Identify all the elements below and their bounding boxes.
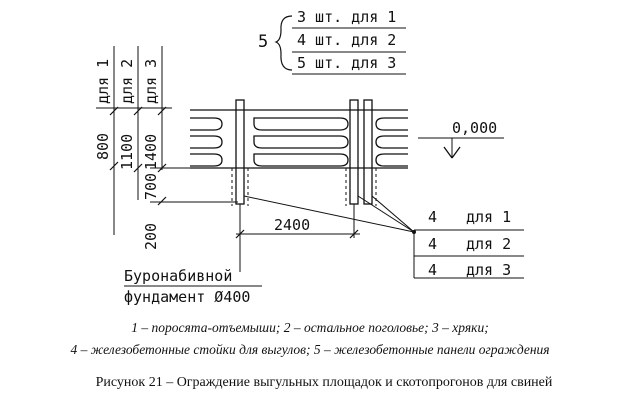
callout-4-qty-2: 4 [428,235,437,253]
level-mark [418,137,504,159]
foundation-label-line-1: Буронабивной [124,267,232,285]
dim-span-2400: 2400 [274,216,310,234]
legend-line-1: 1 – поросята-отъемыши; 2 – остальное пог… [131,320,488,335]
callout-4-qty-3: 4 [428,261,437,279]
column-header-1: для 1 [94,59,112,104]
dimension-ticks [109,106,238,206]
callout-5-row-2: 4 шт. для 2 [297,31,396,49]
height-columns: для 1 для 2 для 3 [94,46,172,235]
level-mark-value: 0,000 [452,119,497,137]
column-header-2: для 2 [118,59,136,104]
dim-embed-700: 700 [142,173,160,200]
fence-panels [190,109,408,169]
callout-5-row-1: 3 шт. для 1 [297,8,396,26]
callout-4-label-2: для 2 [466,235,511,253]
callout-5-number: 5 [258,32,268,52]
dim-height-1100: 1100 [118,134,136,170]
posts [231,99,377,206]
callout-5-row-3: 5 шт. для 3 [297,54,396,72]
callout-4-leaders [243,195,416,278]
dim-base-200: 200 [142,223,160,250]
foundation-label-line-2: фундамент Ø400 [124,288,250,306]
column-header-3: для 3 [142,59,160,104]
dim-height-1400: 1400 [142,134,160,170]
callout-4-label-1: для 1 [466,208,511,226]
callout-4-label-3: для 3 [466,261,511,279]
figure-caption: Рисунок 21 – Ограждение выгульных площад… [96,375,553,390]
dim-height-800: 800 [94,133,112,160]
legend-line-2: 4 – железобетонные стойки для выгулов; 5… [70,342,549,357]
callout-4: 4 для 1 4 для 2 4 для 3 [414,208,524,279]
callout-4-qty-1: 4 [428,208,437,226]
callout-5-brace [274,15,293,71]
